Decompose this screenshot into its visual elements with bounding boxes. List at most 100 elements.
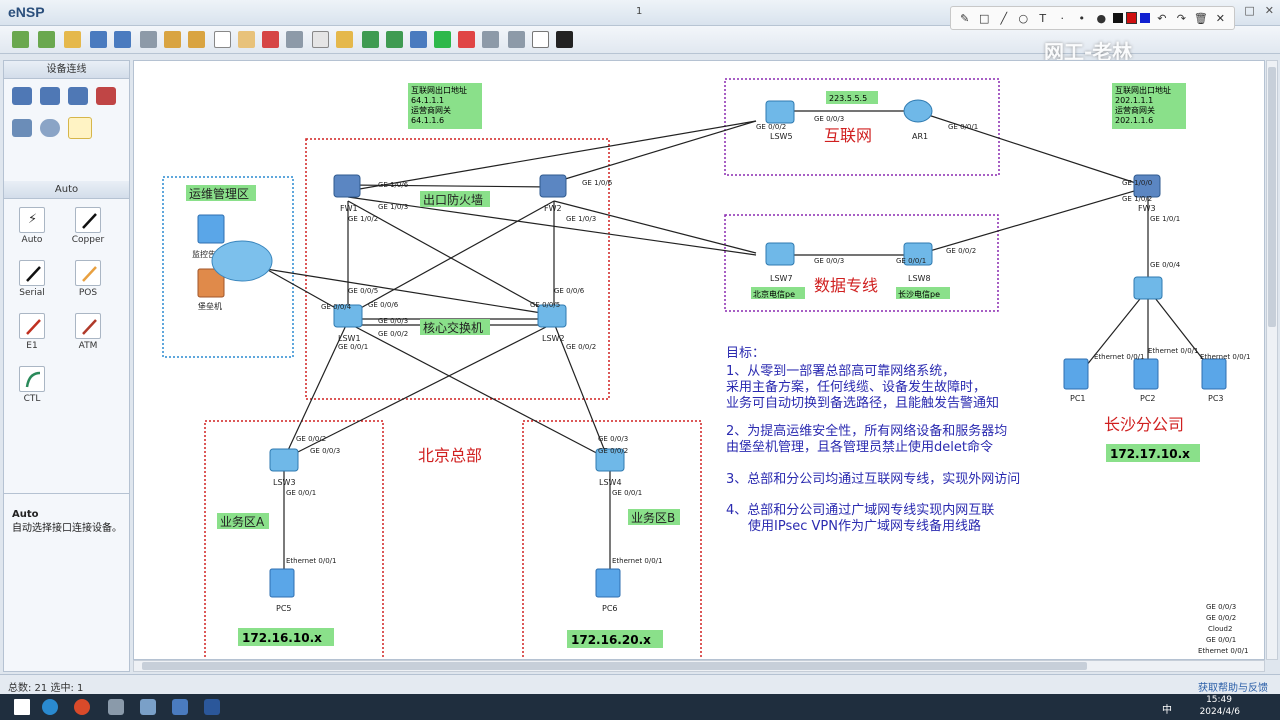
app-icon-2[interactable] <box>140 699 156 715</box>
zone-label-biz-a: 业务区A <box>220 514 265 529</box>
horizontal-scrollbar[interactable] <box>133 660 1265 672</box>
ensp-taskbar-icon[interactable] <box>172 699 188 715</box>
lsw6[interactable] <box>1133 276 1163 300</box>
color-black-swatch[interactable] <box>1113 13 1123 23</box>
close-icon[interactable]: ✕ <box>1215 11 1225 25</box>
text-icon[interactable] <box>312 31 329 48</box>
undo-icon[interactable]: ↶ <box>1157 11 1167 25</box>
monitor-server[interactable]: 监控告警 <box>192 214 225 259</box>
lsw2[interactable]: LSW2 <box>537 304 567 343</box>
link-category-icon[interactable] <box>68 117 92 139</box>
pc5[interactable]: PC5 <box>269 568 295 613</box>
pc2[interactable]: PC2 <box>1133 358 1159 403</box>
fit-view-icon[interactable] <box>410 31 427 48</box>
color-blue-swatch[interactable] <box>1140 13 1151 23</box>
conn-ctl[interactable]: CTL <box>12 366 52 404</box>
delete-icon[interactable] <box>262 31 279 48</box>
router-category-icon[interactable] <box>12 87 32 105</box>
zone-biz-b <box>522 420 702 659</box>
help-link[interactable]: 获取帮助与反馈 <box>1198 683 1268 694</box>
firewall-category-icon[interactable] <box>96 87 116 105</box>
window-index: 1 <box>636 6 643 17</box>
topology-canvas[interactable]: 互联网出口地址 64.1.1.1 运营商网关 64.1.1.6 互联网出口地址 … <box>133 60 1265 660</box>
powerpoint-icon[interactable] <box>74 699 90 715</box>
conn-copper[interactable]: Copper <box>68 207 108 245</box>
conn-pos[interactable]: POS <box>68 260 108 298</box>
conn-auto[interactable]: ⚡ Auto <box>12 207 52 245</box>
zoom-out-icon[interactable] <box>386 31 403 48</box>
ar1[interactable]: AR1 <box>903 99 933 141</box>
lsw7[interactable]: LSW7 <box>765 242 795 283</box>
pc1[interactable]: PC1 <box>1063 358 1089 403</box>
save-icon[interactable] <box>90 31 107 48</box>
terminal-category-icon[interactable] <box>12 119 32 137</box>
input-method-indicator[interactable]: 中 <box>1162 705 1172 716</box>
svg-text:Ethernet 0/0/1: Ethernet 0/0/1 <box>612 557 662 565</box>
dot-small-icon[interactable]: · <box>1060 11 1065 25</box>
lsw3[interactable]: LSW3 <box>269 448 299 487</box>
new-example-icon[interactable] <box>38 31 55 48</box>
vertical-scrollbar[interactable] <box>1266 60 1278 660</box>
clock-time[interactable]: 15:49 <box>1206 695 1232 705</box>
app-icon-1[interactable] <box>108 699 124 715</box>
conn-e1[interactable]: E1 <box>12 313 52 351</box>
svg-text:GE 0/0/6: GE 0/0/6 <box>368 301 399 309</box>
start-icon[interactable] <box>434 31 451 48</box>
line-icon[interactable]: ╱ <box>1000 11 1008 25</box>
trash-icon[interactable]: 🗑 <box>1193 11 1208 25</box>
console-icon[interactable] <box>556 31 573 48</box>
save-as-icon[interactable] <box>114 31 131 48</box>
palette-icon[interactable] <box>336 31 353 48</box>
dot-large-icon[interactable]: ● <box>1096 11 1107 25</box>
new-topology-icon[interactable] <box>12 31 29 48</box>
maximize-icon[interactable]: □ <box>1244 4 1255 17</box>
text-tool-icon[interactable]: T <box>1039 11 1047 25</box>
close-icon[interactable]: ✕ <box>1264 4 1274 17</box>
lsw1[interactable]: LSW1 <box>333 304 363 343</box>
cli-icon[interactable] <box>532 31 549 48</box>
switch-category-icon[interactable] <box>40 87 60 105</box>
select-icon[interactable] <box>214 31 231 48</box>
zoom-in-icon[interactable] <box>362 31 379 48</box>
redo-icon[interactable] <box>188 31 205 48</box>
stop-icon[interactable] <box>458 31 475 48</box>
conn-atm[interactable]: ATM <box>68 313 108 351</box>
svg-text:GE 0/0/3: GE 0/0/3 <box>378 317 408 325</box>
delete-link-icon[interactable] <box>286 31 303 48</box>
cloud-icon[interactable] <box>211 240 273 282</box>
dot-medium-icon[interactable]: • <box>1078 11 1086 25</box>
lsw4[interactable]: LSW4 <box>595 448 625 487</box>
fw2[interactable]: FW2 <box>539 174 567 213</box>
svg-text:采用主备方案，任何线缆、设备发生故障时，: 采用主备方案，任何线缆、设备发生故障时， <box>726 379 986 395</box>
pan-hand-icon[interactable] <box>238 31 255 48</box>
pc6[interactable]: PC6 <box>595 568 621 613</box>
undo-icon[interactable] <box>164 31 181 48</box>
rectangle-icon[interactable]: □ <box>979 11 990 25</box>
pen-icon[interactable]: ✎ <box>960 11 970 25</box>
conn-serial[interactable]: Serial <box>12 260 52 298</box>
svg-text:GE 0/0/1: GE 0/0/1 <box>612 489 642 497</box>
circle-icon[interactable]: ○ <box>1018 11 1029 25</box>
redo-icon[interactable]: ↷ <box>1176 11 1186 25</box>
zone-dataline <box>724 214 999 312</box>
pc3[interactable]: PC3 <box>1201 358 1227 403</box>
print-icon[interactable] <box>140 31 157 48</box>
horizontal-scroll-thumb[interactable] <box>142 662 1087 670</box>
color-red-swatch[interactable] <box>1125 12 1138 24</box>
lsw8[interactable]: LSW8 <box>903 242 933 283</box>
svg-text:使用IPsec VPN作为广域网专线备用线路: 使用IPsec VPN作为广域网专线备用线路 <box>748 518 981 534</box>
open-icon[interactable] <box>64 31 81 48</box>
clock-date[interactable]: 2024/4/6 <box>1199 707 1240 717</box>
wlan-category-icon[interactable] <box>68 87 88 105</box>
windows-start-icon[interactable] <box>14 699 30 715</box>
bastion-server[interactable]: 堡垒机 <box>197 268 225 311</box>
topology-icon[interactable] <box>508 31 525 48</box>
cloud-category-icon[interactable] <box>40 119 60 137</box>
word-icon[interactable] <box>204 699 220 715</box>
capture-icon[interactable] <box>482 31 499 48</box>
fw1[interactable]: FW1 <box>333 174 361 213</box>
fw3[interactable]: FW3 <box>1133 174 1161 213</box>
lsw5[interactable]: LSW5 <box>765 100 795 141</box>
edge-browser-icon[interactable] <box>42 699 58 715</box>
vertical-scroll-thumb[interactable] <box>1268 67 1276 327</box>
